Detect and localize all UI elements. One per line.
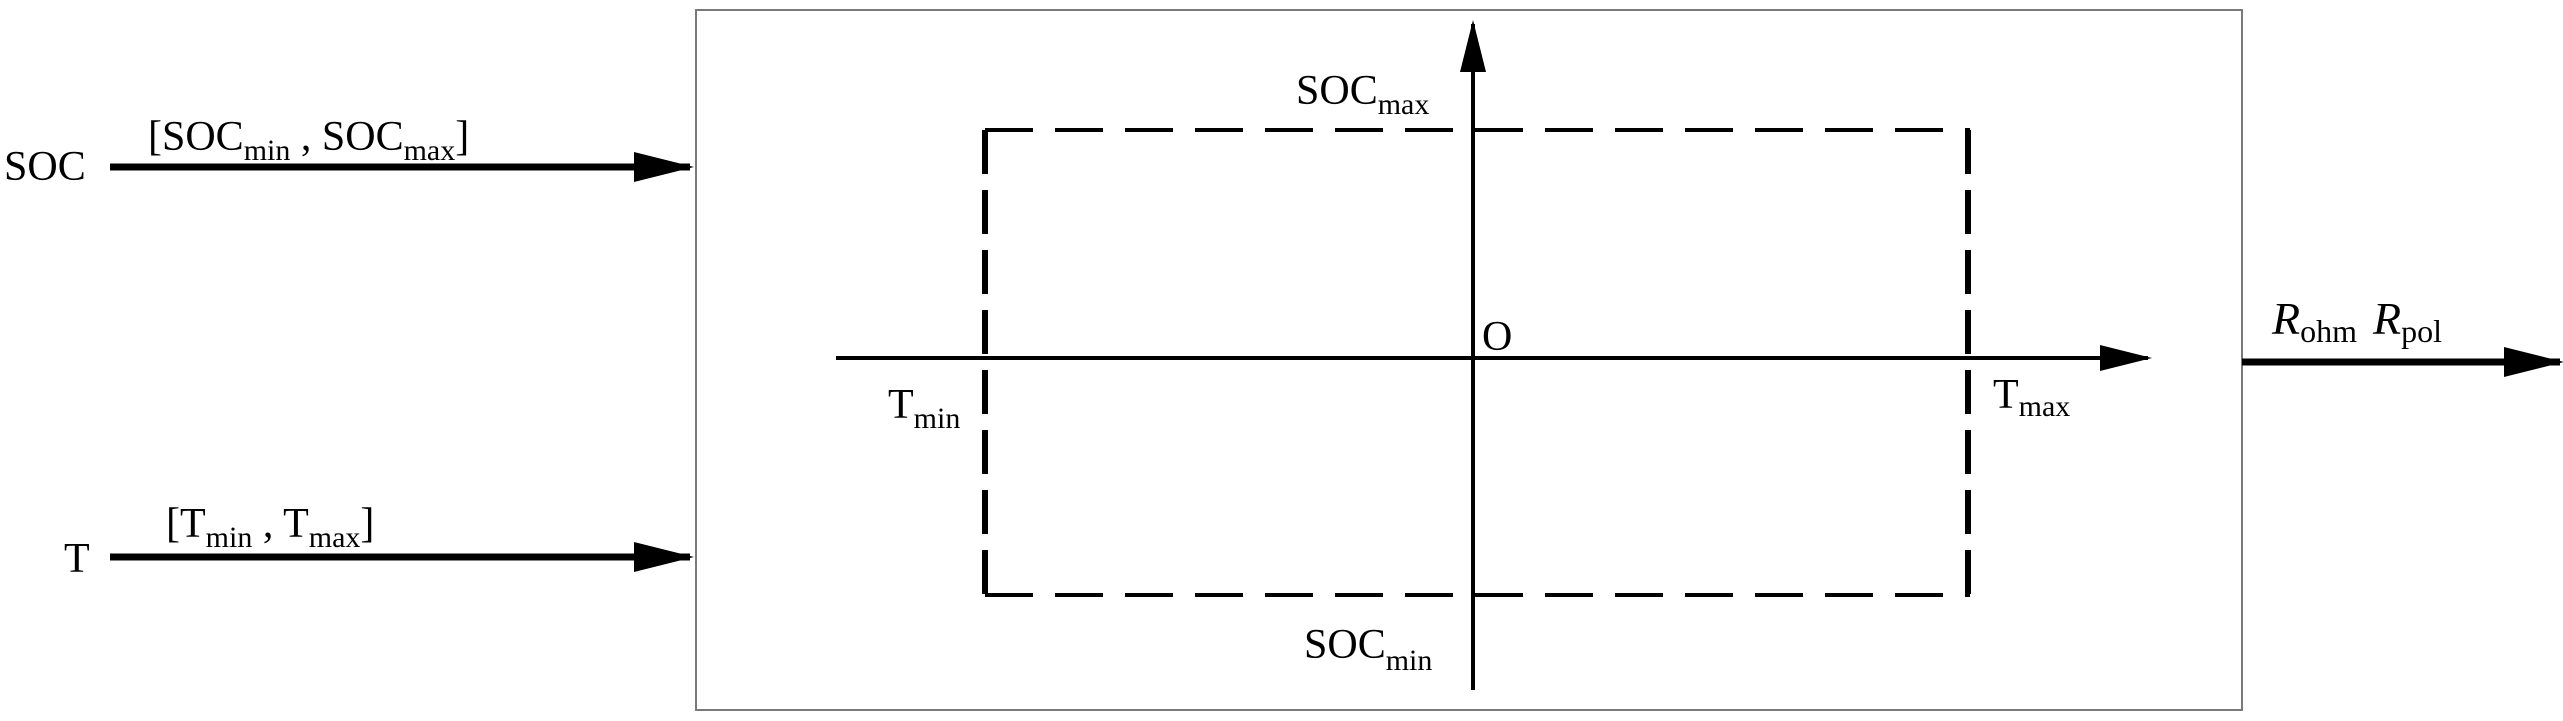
- t-max-label: Tmax: [1993, 372, 2070, 423]
- t-min-label: Tmin: [888, 382, 960, 435]
- temperature-range-label: [Tmin , Tmax]: [166, 501, 374, 554]
- soc-max-label: SOCmax: [1296, 68, 1429, 121]
- temperature-input-label: T: [64, 536, 90, 582]
- soc-range-label: [SOCmin , SOCmax]: [148, 114, 469, 167]
- origin-label: O: [1482, 314, 1512, 360]
- soc-input-label: SOC: [4, 144, 86, 190]
- soc-min-label: SOCmin: [1304, 622, 1432, 677]
